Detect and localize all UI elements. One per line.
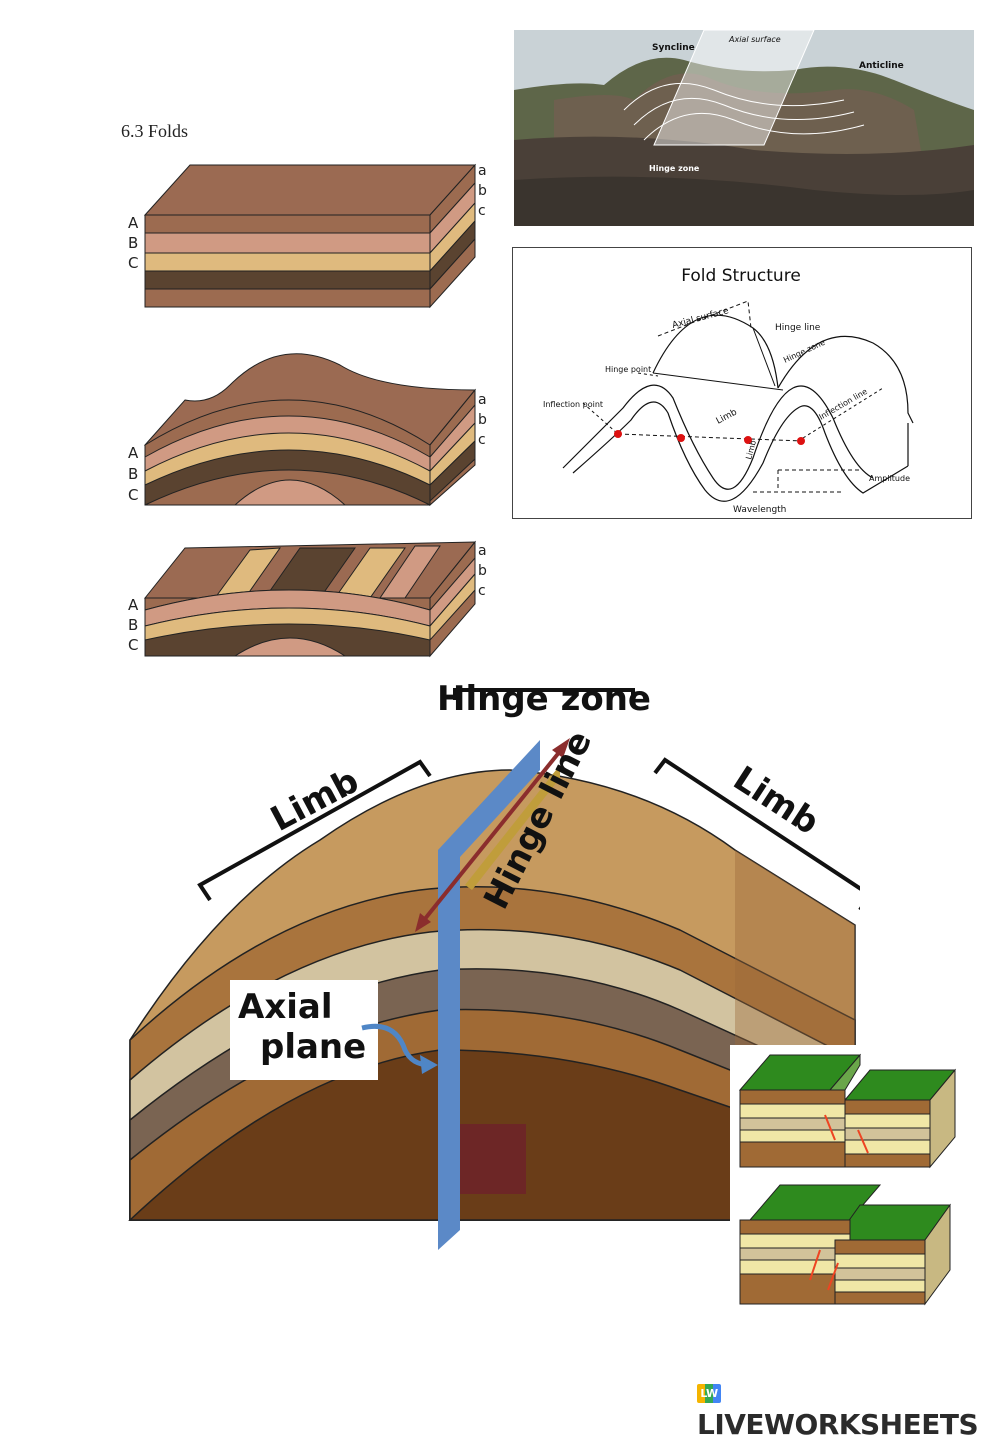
fold-inflection-point-label: Inflection point (543, 400, 603, 409)
fold-structure-panel: Fold Structure Axial surface Hinge line … (512, 247, 972, 519)
layer-label-c: c (478, 203, 486, 219)
flat-layers-block (143, 163, 477, 309)
limb-right-label: Limb (726, 759, 826, 843)
layer-label-b: b (478, 183, 487, 199)
eroded-anticline-block (143, 540, 477, 658)
photo-syncline-label: Syncline (652, 43, 695, 53)
fold-limb-label: Limb (715, 407, 739, 426)
fold-hinge-zone-label: Hinge zone (782, 338, 827, 365)
fold-hinge-point-label: Hinge point (605, 365, 651, 374)
layer-label-c: c (478, 583, 486, 599)
anticline-block (143, 353, 477, 507)
layer-label-A: A (128, 596, 139, 614)
fold-wavelength-label: Wavelength (733, 505, 786, 515)
layer-label-C: C (128, 636, 139, 654)
layer-label-a: a (478, 543, 487, 559)
hinge-zone-label: Hinge zone (437, 679, 651, 719)
layer-label-B: B (128, 616, 139, 634)
photo-anticline-label: Anticline (859, 61, 904, 71)
layer-label-C: C (128, 486, 139, 504)
layer-label-B: B (128, 234, 139, 252)
fold-structure-title: Fold Structure (681, 266, 801, 286)
photo-hinge-zone-label: Hinge zone (649, 164, 700, 173)
fold-hinge-line-label: Hinge line (775, 323, 821, 333)
layer-label-c: c (478, 432, 486, 448)
layer-label-C: C (128, 254, 139, 272)
layer-label-B: B (128, 465, 139, 483)
fold-structure-diagram: Fold Structure Axial surface Hinge line … (543, 266, 914, 515)
layer-label-b: b (478, 412, 487, 428)
brand-mark-icon: LW (697, 1383, 721, 1403)
layer-label-b: b (478, 563, 487, 579)
axial-plane-label-2: plane (260, 1027, 366, 1067)
layer-label-A: A (128, 214, 139, 232)
axial-plane-label-1: Axial (238, 987, 333, 1027)
layer-label-a: a (478, 163, 487, 179)
fault-blocks-inset (730, 1045, 960, 1310)
liveworksheets-logo: LWLIVEWORKSHEETS (697, 1375, 1000, 1441)
photo-axial-surface-label: Axial surface (728, 35, 781, 44)
layer-label-A: A (128, 444, 139, 462)
fold-axial-surface-label: Axial surface (671, 306, 730, 331)
page-title: 6.3 Folds (121, 121, 189, 141)
fold-outcrop-photo: Syncline Axial surface Anticline Hinge z… (514, 30, 974, 226)
layer-label-a: a (478, 392, 487, 408)
fold-amplitude-label: Amplitude (869, 474, 910, 483)
